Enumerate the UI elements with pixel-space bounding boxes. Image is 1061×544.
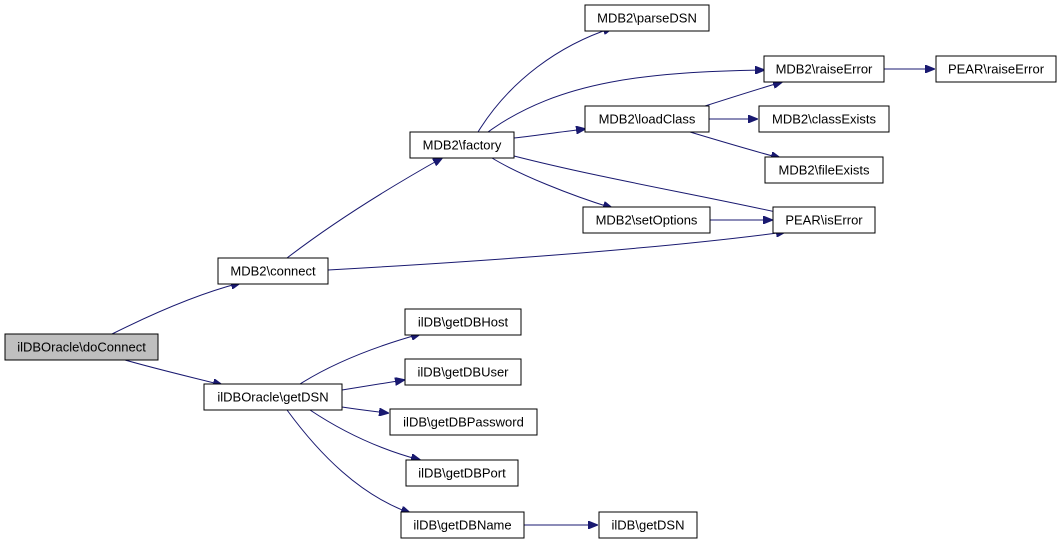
edge-getDSN-getDBName [286,409,410,513]
edges [111,28,934,525]
edge-getDSN-getDBHost [299,334,420,385]
node-root-label: ilDBOracle\doConnect [17,340,146,355]
node-pear-raiseerror-label: PEAR\raiseError [948,62,1045,77]
edge-loadClass-fileExists [689,131,780,158]
node-mdb2-raiseerror-label: MDB2\raiseError [776,62,873,77]
node-pear-iserror[interactable]: PEAR\isError [772,206,876,234]
node-mdb2-fileexists-label: MDB2\fileExists [778,163,870,178]
edge-factory-isError [513,155,785,214]
node-ildb-getdsn-label: ilDB\getDSN [612,518,685,533]
node-mdb2-fileexists[interactable]: MDB2\fileExists [764,156,884,184]
node-root[interactable]: ilDBOracle\doConnect [4,333,159,361]
node-pear-raiseerror[interactable]: PEAR\raiseError [935,55,1057,83]
edge-doConnect-getDSN [124,359,222,385]
edge-getDSN-getDBUser [341,380,404,391]
node-mdb2-connect[interactable]: MDB2\connect [217,257,329,285]
edge-doConnect-connect [111,283,240,335]
edge-factory-raiseError [487,70,764,133]
node-ildb-getdbuser-label: ilDB\getDBUser [417,365,509,380]
node-ildb-getdbname[interactable]: ilDB\getDBName [400,511,525,539]
node-ildb-getdbhost-label: ilDB\getDBHost [418,315,509,330]
node-mdb2-connect-label: MDB2\connect [230,264,316,279]
edge-getDSN-getDBPassword [341,406,388,413]
node-ildb-getdbpassword-label: ilDB\getDBPassword [403,415,524,430]
edge-factory-loadClass [513,129,585,139]
node-mdb2-setoptions[interactable]: MDB2\setOptions [582,206,711,234]
node-mdb2-parsedsn[interactable]: MDB2\parseDSN [584,4,710,32]
node-ildboracle-getdsn-label: ilDBOracle\getDSN [217,390,328,405]
node-mdb2-raiseerror[interactable]: MDB2\raiseError [763,55,885,83]
node-mdb2-setoptions-label: MDB2\setOptions [596,213,698,228]
node-ildb-getdbport-label: ilDB\getDBPort [418,466,506,481]
edge-factory-setOptions [491,157,612,208]
node-ildb-getdbport[interactable]: ilDB\getDBPort [405,459,519,487]
node-mdb2-factory[interactable]: MDB2\factory [409,131,515,159]
node-ildboracle-getdsn[interactable]: ilDBOracle\getDSN [203,383,343,411]
edge-factory-parseDSN [477,28,612,133]
edge-connect-isError [327,232,785,271]
edge-getDSN-getDBPort [309,409,420,460]
node-mdb2-classexists[interactable]: MDB2\classExists [758,105,890,133]
node-ildb-getdbname-label: ilDB\getDBName [413,518,511,533]
edge-loadClass-raiseError [704,82,782,107]
node-ildb-getdbpassword[interactable]: ilDB\getDBPassword [389,408,538,436]
node-pear-iserror-label: PEAR\isError [785,213,863,228]
node-mdb2-parsedsn-label: MDB2\parseDSN [597,11,697,26]
node-mdb2-factory-label: MDB2\factory [423,138,502,153]
node-ildb-getdbuser[interactable]: ilDB\getDBUser [404,358,522,386]
edge-connect-factory [286,158,442,259]
node-ildb-getdsn[interactable]: ilDB\getDSN [598,511,698,539]
node-mdb2-loadclass[interactable]: MDB2\loadClass [584,105,710,133]
node-mdb2-classexists-label: MDB2\classExists [772,112,877,127]
node-mdb2-loadclass-label: MDB2\loadClass [599,112,696,127]
node-ildb-getdbhost[interactable]: ilDB\getDBHost [404,308,522,336]
